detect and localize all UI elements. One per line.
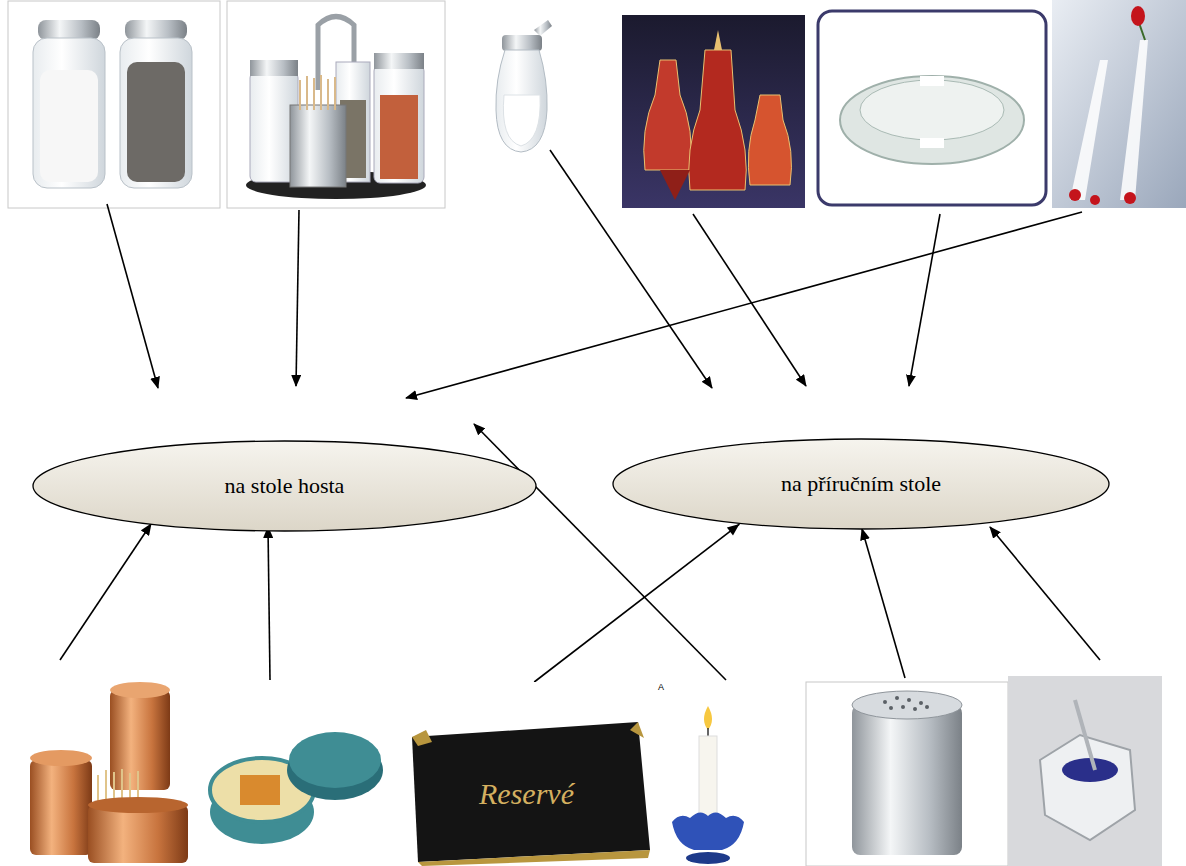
card-outline <box>398 682 655 866</box>
coaster-box-picture <box>210 732 383 844</box>
rose-vase-picture <box>1052 0 1186 208</box>
cruet-set-picture <box>227 1 445 208</box>
reserved-card: Reservé <box>398 682 655 866</box>
picture-letter: A <box>658 682 664 692</box>
salt-pepper-picture <box>8 1 220 208</box>
leader-arrows <box>60 150 1100 680</box>
node-text: na stole hosta <box>225 473 345 499</box>
connector-arrow <box>534 524 739 682</box>
candle-picture <box>672 706 744 864</box>
location-ellipse: na stole hosta <box>32 440 537 532</box>
mustard-holder-picture <box>1008 676 1162 866</box>
steel-shaker-picture <box>806 682 1008 866</box>
copper-holders-picture <box>30 682 188 863</box>
node-text: na příručním stole <box>781 471 941 497</box>
location-ellipse: na příručním stole <box>612 438 1110 530</box>
sugar-dispenser-picture <box>496 20 552 152</box>
node-text: Reservé <box>479 777 574 811</box>
ashtray-picture <box>818 11 1046 205</box>
decanters-picture <box>622 15 805 208</box>
